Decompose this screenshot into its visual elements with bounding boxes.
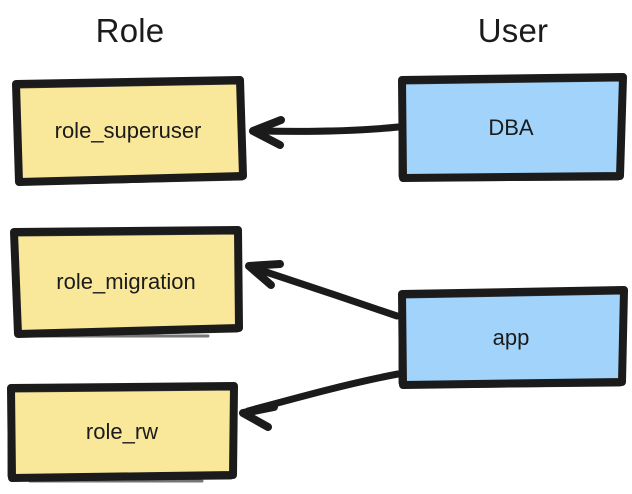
node-app[interactable]: app xyxy=(396,286,628,389)
column-header-user: User xyxy=(477,12,549,49)
node-shape-role-migration-sketch xyxy=(10,229,243,338)
node-dba[interactable]: DBA xyxy=(396,73,627,182)
node-shape-role-rw xyxy=(7,382,238,482)
column-header-role: Role xyxy=(95,12,165,49)
node-role-migration[interactable]: role_migration xyxy=(8,226,244,338)
node-shape-app-sketch xyxy=(398,289,628,389)
node-role-superuser[interactable]: role_superuser xyxy=(10,76,247,186)
edge-app-to-role-migration[interactable] xyxy=(245,260,401,320)
node-shape-dba-sketch xyxy=(398,76,626,182)
edge-app-to-role-rw[interactable] xyxy=(239,370,402,431)
node-shape-role-rw-sketch xyxy=(7,385,238,482)
node-shape-role-superuser-sketch xyxy=(12,79,247,186)
edge-dba-to-role-superuser[interactable] xyxy=(249,116,402,149)
node-shape-app xyxy=(398,286,628,389)
node-shape-role-superuser xyxy=(12,76,247,186)
node-shape-role-migration xyxy=(10,226,243,338)
node-role-rw[interactable]: role_rw xyxy=(4,381,240,483)
node-shape-dba xyxy=(398,73,627,182)
